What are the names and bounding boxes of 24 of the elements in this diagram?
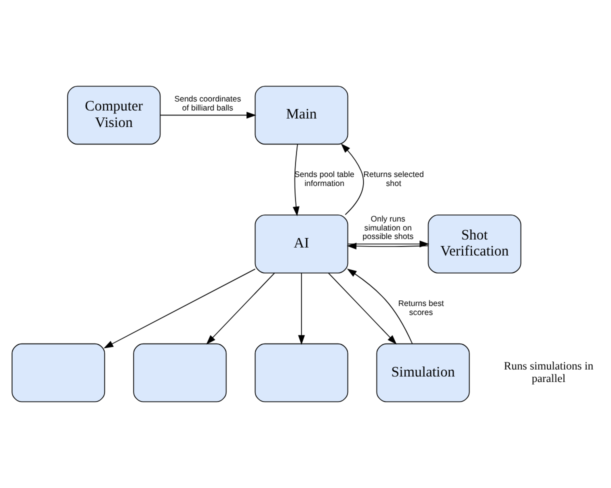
arrow [160,112,256,119]
edge-label: Returns selected shot [363,170,424,188]
arrow [346,242,429,250]
node-box [12,343,106,402]
edge-label: Sends pool table information [294,170,354,188]
arrow [340,143,364,216]
arrow [328,272,397,344]
edge-label: Sends coordinates of billiard balls [174,94,242,112]
node-box: Computer Vision [67,86,161,145]
arrow [292,144,300,216]
arrow [346,268,413,344]
node-box: Main [254,86,348,145]
arrow [104,268,256,348]
node-box: Shot Verification [428,214,522,274]
node-box: Simulation [376,343,470,402]
edge-label: Only runs simulation on possible shots [362,214,414,242]
edge-label: Returns best scores [398,298,444,317]
label: Runs simulations in parallel [504,360,594,385]
arrow [206,272,275,344]
arrow [347,240,430,248]
node-box [133,343,227,402]
arrow [298,272,305,345]
node-box [254,343,348,402]
node-box: AI [254,214,348,274]
